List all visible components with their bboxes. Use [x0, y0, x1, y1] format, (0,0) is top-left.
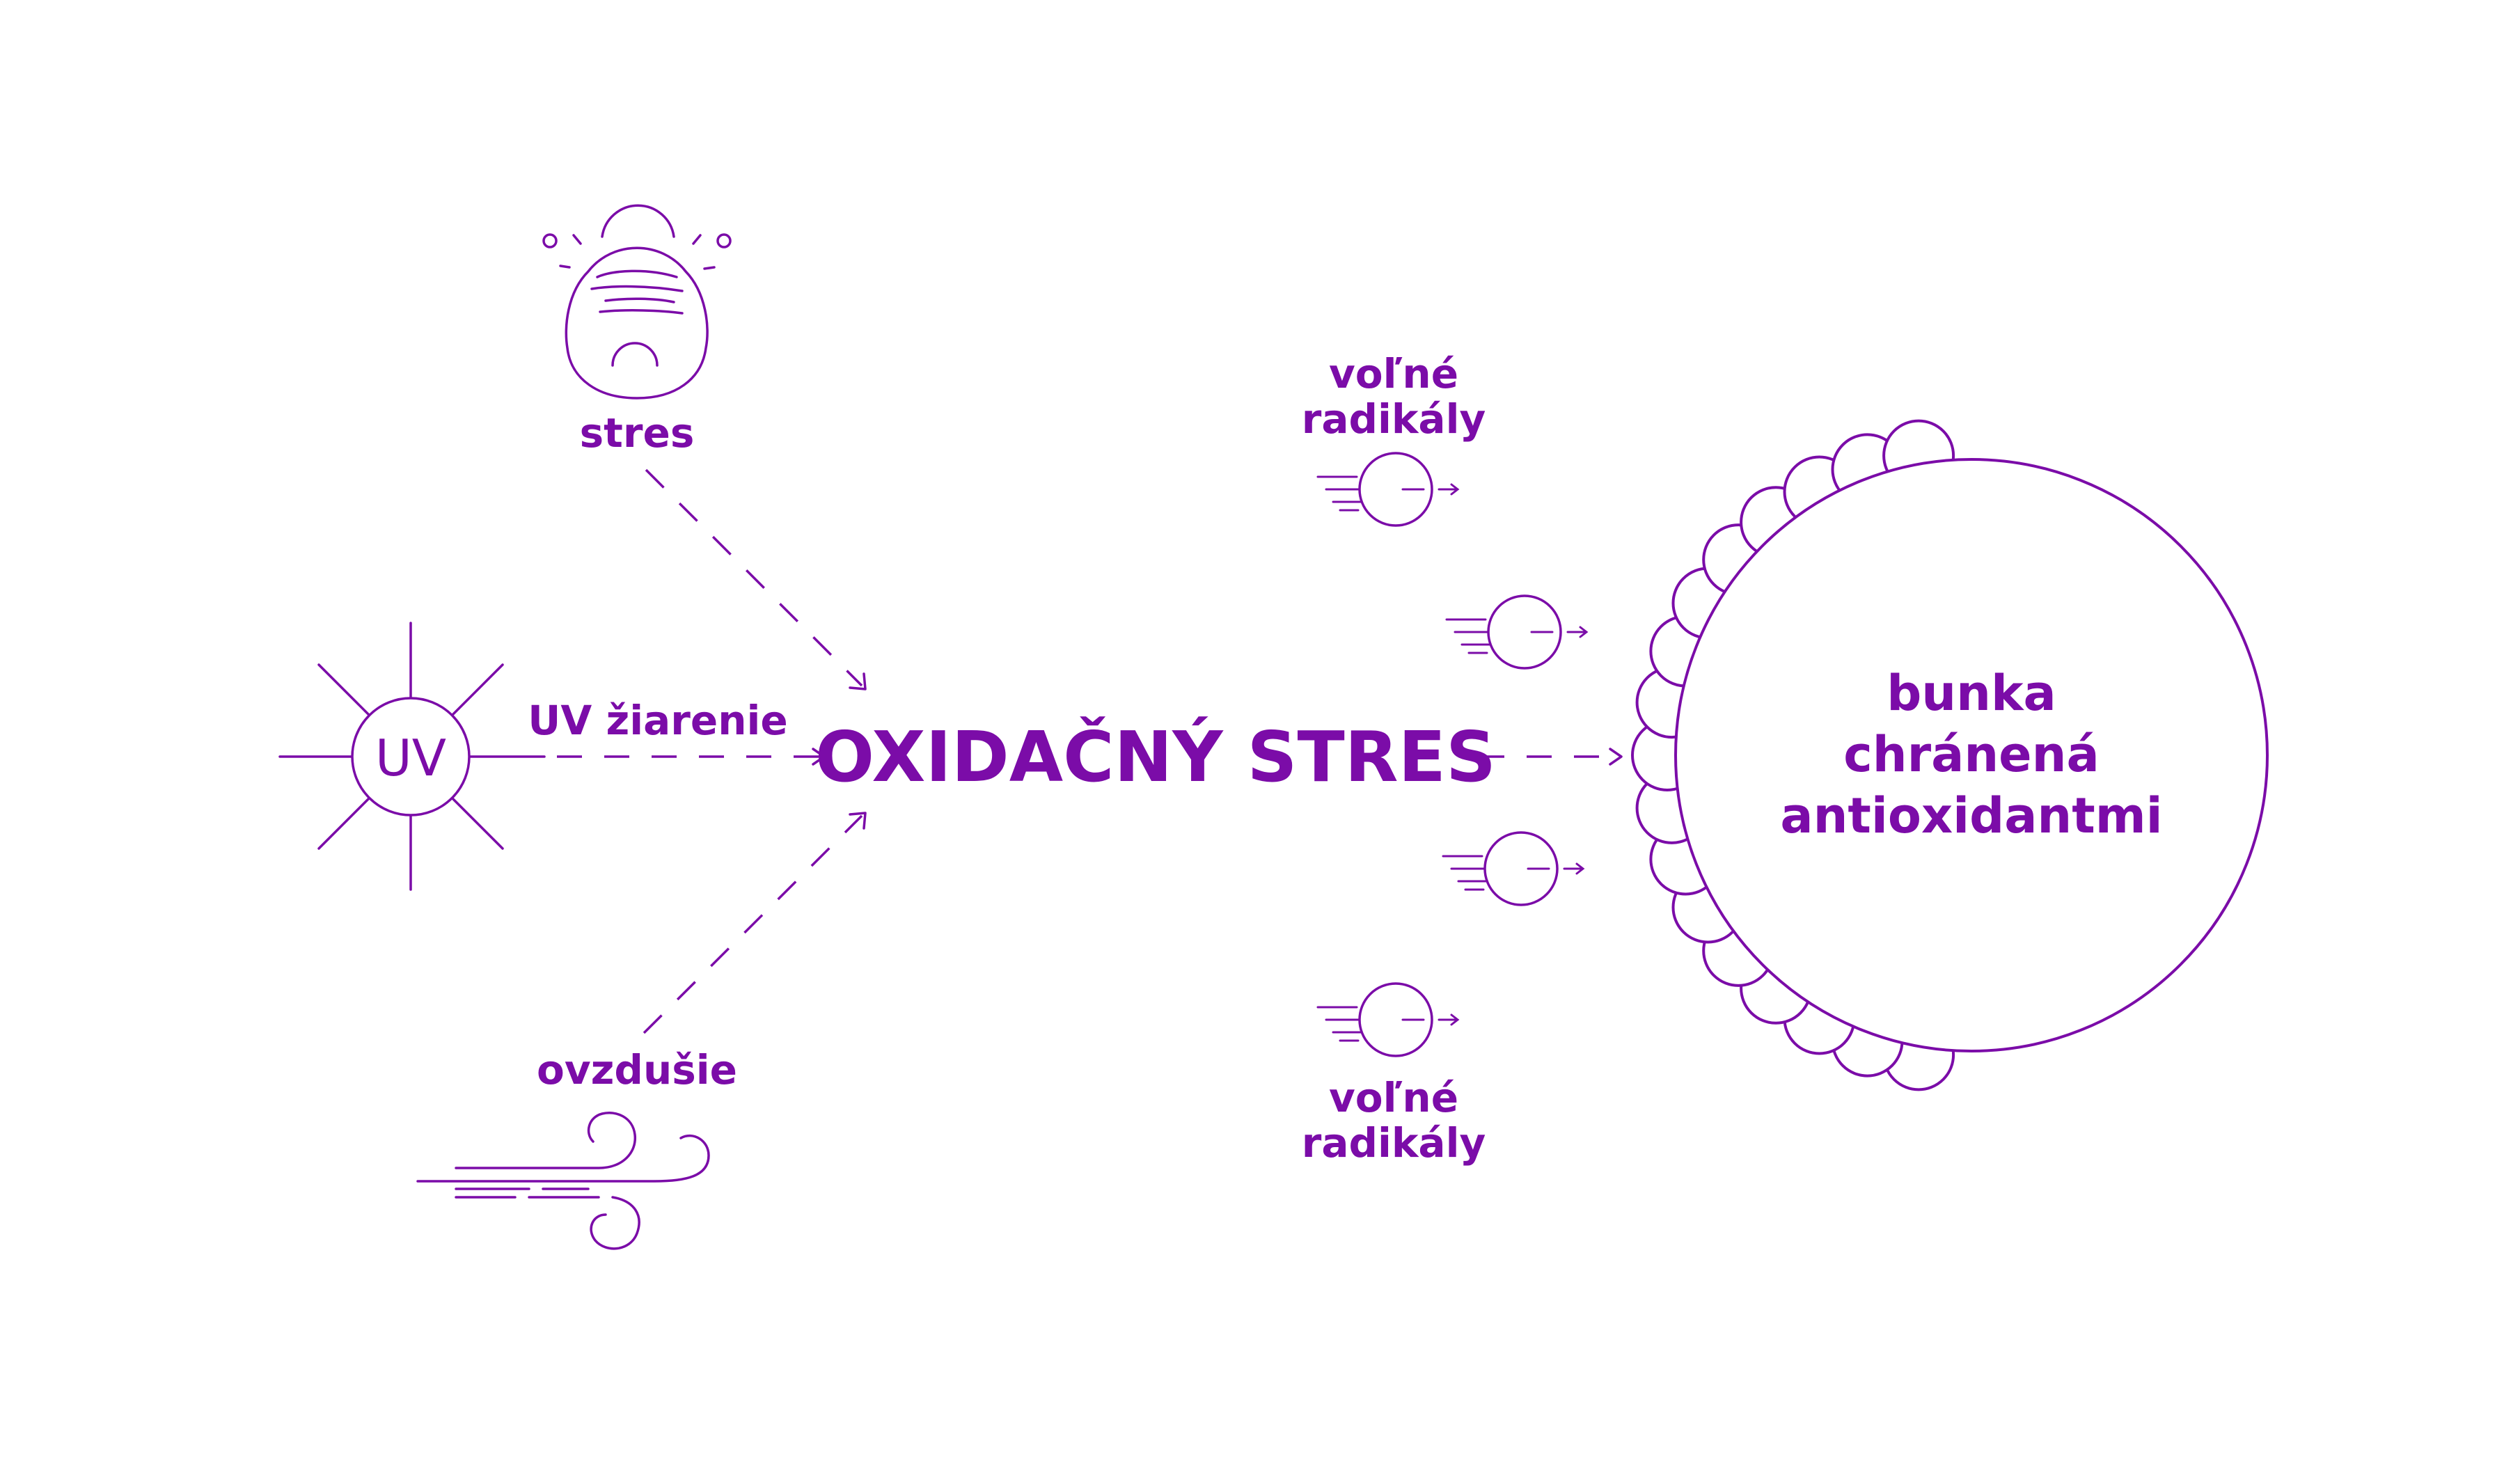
radicals-bottom-label-line1: voľné — [1329, 1074, 1458, 1121]
free-radical-icon — [1445, 594, 1588, 670]
air-label: ovzdušie — [537, 1046, 737, 1094]
uv-label: UV žiarenie — [528, 697, 787, 744]
radicals-top-label-line2: radikály — [1302, 395, 1486, 443]
radicals-top-label-line1: voľné — [1329, 350, 1458, 397]
free-radical-icon — [1316, 452, 1459, 527]
cell-label-line3: antioxidantmi — [1780, 787, 2162, 844]
free-radical-icon — [1442, 831, 1584, 906]
air-arrow — [643, 812, 867, 1034]
uv-arrow — [557, 748, 826, 766]
uv-icon-text: UV — [375, 729, 446, 787]
wind-icon — [416, 1112, 710, 1250]
oxidative-stress-label: OXIDAČNÝ STRES — [815, 716, 1496, 798]
cell-label-line1: bunka — [1887, 665, 2056, 722]
stressed-face-icon — [542, 204, 732, 400]
stress-arrow — [645, 468, 867, 690]
cell-arrow — [1479, 748, 1623, 766]
protected-cell-icon — [1631, 419, 2269, 1091]
free-radical-icon — [1316, 982, 1459, 1057]
sun-icon — [278, 622, 546, 891]
stress-label: stres — [580, 409, 695, 457]
radicals-bottom-label-line2: radikály — [1302, 1119, 1486, 1167]
cell-label-line2: chránená — [1843, 726, 2099, 783]
